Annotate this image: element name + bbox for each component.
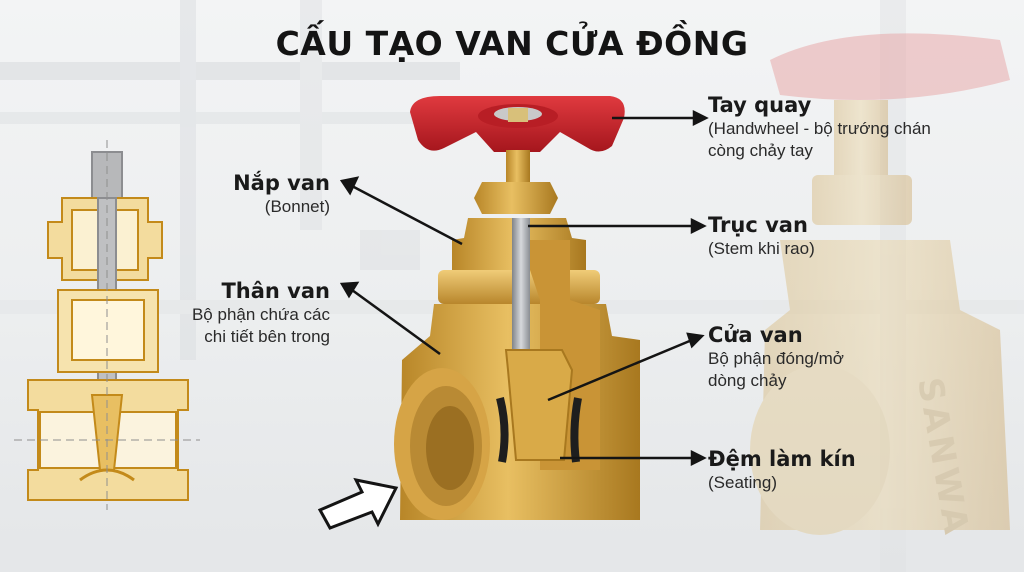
label-subtext-line: (Seating) [708, 473, 777, 492]
cross-section-diagram [14, 140, 200, 510]
gate-wedge [504, 349, 574, 461]
label-nap-van: Nắp van (Bonnet) [130, 170, 330, 218]
label-dem-lam-kin: Đệm làm kín (Seating) [708, 446, 856, 494]
label-heading: Nắp van [233, 171, 330, 195]
label-subtext-line: dòng chảy [708, 371, 787, 390]
label-subtext: Bộ phận chứa các chi tiết bên trong [130, 304, 330, 348]
label-subtext-line: (Bonnet) [264, 197, 330, 216]
label-heading: Trục van [708, 213, 808, 237]
label-heading: Thân van [221, 279, 330, 303]
label-subtext-line: Bộ phận đóng/mở [708, 349, 844, 368]
label-tay-quay: Tay quay (Handwheel - bộ trướng chán còn… [708, 92, 931, 162]
label-subtext-line: Bộ phận chứa các [191, 305, 330, 324]
label-arrow-icon [339, 109, 709, 467]
label-heading: Cửa van [708, 323, 803, 347]
label-subtext: (Stem khi rao) [708, 238, 815, 260]
background-valve: SANWA [750, 33, 1010, 541]
label-heading: Tay quay [708, 93, 812, 117]
label-truc-van: Trục van (Stem khi rao) [708, 212, 815, 260]
label-subtext: (Handwheel - bộ trướng chán còng chảy ta… [708, 118, 931, 162]
label-subtext: Bộ phận đóng/mở dòng chảy [708, 348, 844, 392]
page-title: CẤU TẠO VAN CỬA ĐỒNG [275, 24, 749, 63]
label-subtext-line: (Stem khi rao) [708, 239, 815, 258]
label-subtext: (Bonnet) [130, 196, 330, 218]
seal-right [570, 397, 582, 463]
stem-collar [506, 150, 530, 184]
stem [512, 218, 530, 358]
label-subtext: (Seating) [708, 472, 856, 494]
label-subtext-line: còng chảy tay [708, 141, 813, 160]
label-subtext-line: chi tiết bên trong [204, 327, 330, 346]
flow-arrow-icon [317, 477, 399, 530]
seal-left [496, 397, 509, 463]
label-than-van: Thân van Bộ phận chứa các chi tiết bên t… [130, 278, 330, 348]
label-cua-van: Cửa van Bộ phận đóng/mở dòng chảy [708, 322, 844, 392]
handwheel [410, 96, 625, 152]
packing-nut [474, 182, 558, 214]
label-heading: Đệm làm kín [708, 447, 856, 471]
label-subtext-line: (Handwheel - bộ trướng chán [708, 119, 931, 138]
